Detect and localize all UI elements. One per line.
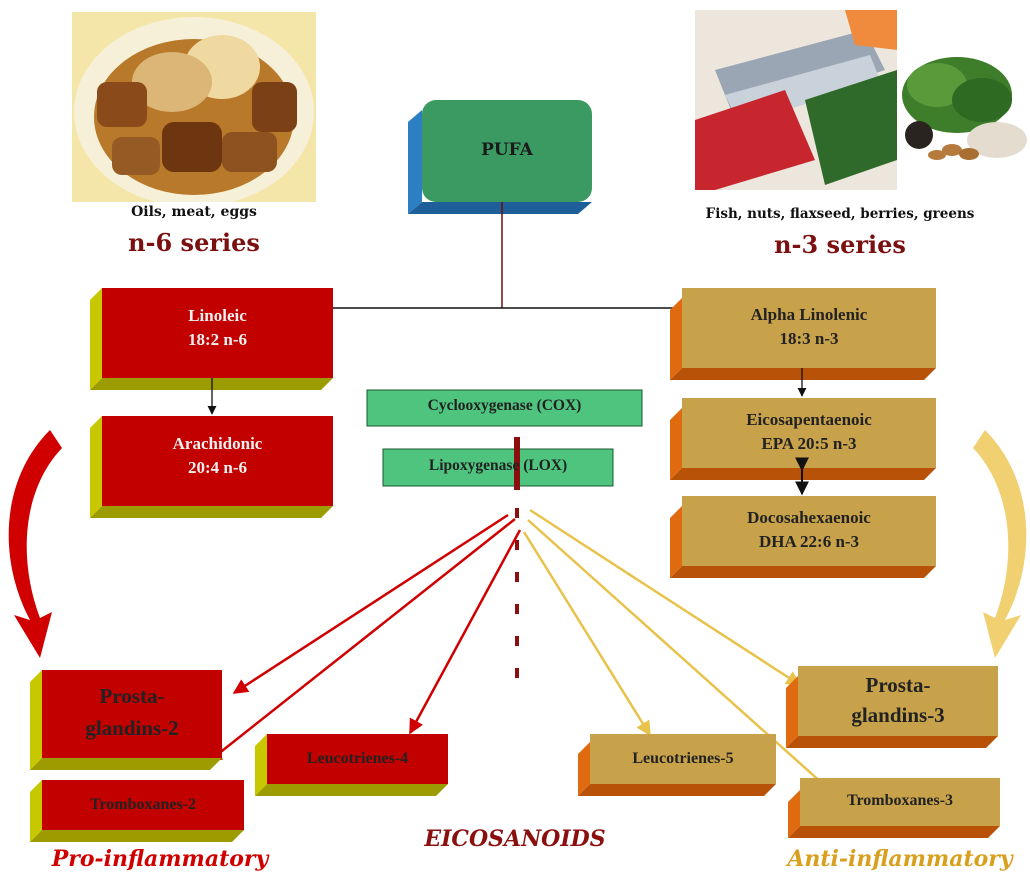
dha-formula: DHA 22:6 n-3 — [758, 532, 860, 551]
linoleic-box — [90, 288, 333, 390]
arachidonic-name: Arachidonic — [172, 434, 263, 453]
epa-label: Eicosapentaenoic EPA 20:5 n-3 — [682, 408, 936, 456]
alpha-linolenic-box — [670, 288, 936, 380]
anti-inflammatory-curved-arrow — [973, 430, 1027, 658]
pg2-box — [30, 670, 222, 770]
cox-label: Cyclooxygenase (COX) — [427, 397, 582, 414]
lt4-label: Leucotrienes-4 — [306, 750, 409, 767]
arrow-to-tx3 — [527, 519, 834, 794]
lox-label: Lipoxygenase (LOX) — [428, 457, 568, 474]
pg2-line2: glandins-2 — [85, 716, 179, 740]
tx3-box — [788, 778, 1000, 838]
eicosanoids-label: EICOSANOIDS — [424, 826, 606, 852]
pufa-label: PUFA — [481, 140, 533, 160]
pufa-box — [408, 100, 592, 214]
arrow-to-lt4 — [408, 529, 522, 735]
pg3-box — [786, 666, 998, 748]
epa-name: Eicosapentaenoic — [746, 410, 872, 429]
dha-label: Docosahexaenoic DHA 22:6 n-3 — [682, 506, 936, 554]
alpha-linolenic-name: Alpha Linolenic — [750, 305, 868, 324]
alpha-linolenic-label: Alpha Linolenic 18:3 n-3 — [682, 303, 936, 351]
arrow-to-tx2 — [206, 518, 516, 763]
n3-fish-photo — [695, 10, 897, 190]
arachidonic-formula: 20:4 n-6 — [187, 458, 248, 477]
alpha-linolenic-formula: 18:3 n-3 — [779, 329, 839, 348]
arachidonic-label: Arachidonic 20:4 n-6 — [102, 432, 333, 480]
lt5-box — [578, 734, 776, 796]
pg3-line2: glandins-3 — [851, 703, 945, 727]
tx2-box — [30, 780, 244, 842]
sushi-fish-image — [695, 10, 897, 190]
greens-nuts-image — [902, 57, 1027, 160]
pro-inflammatory-label: Pro-inflammatory — [51, 846, 269, 872]
n6-food-label: Oils, meat, eggs — [131, 204, 257, 220]
arrow-to-pg2 — [232, 513, 509, 695]
pg2-label: Prosta- glandins-2 — [42, 680, 222, 744]
n6-series-label: n-6 series — [128, 228, 260, 257]
braised-meat-eggs-image — [74, 17, 314, 202]
anti-inflammatory-label: Anti-inflammatory — [787, 846, 1013, 872]
n3-greens-photo — [897, 55, 1030, 165]
arrow-to-lt5 — [522, 531, 652, 737]
pg3-line1: Prosta- — [865, 673, 931, 697]
linoleic-formula: 18:2 n-6 — [187, 330, 248, 349]
pg2-line1: Prosta- — [99, 684, 165, 708]
lt5-label: Leucotrienes-5 — [632, 750, 734, 767]
epa-box — [670, 398, 936, 480]
pg3-label: Prosta- glandins-3 — [798, 670, 998, 730]
epa-formula: EPA 20:5 n-3 — [761, 434, 857, 453]
arachidonic-box — [90, 416, 333, 518]
lt4-box — [255, 734, 448, 796]
dha-name: Docosahexaenoic — [747, 508, 871, 527]
pro-inflammatory-curved-arrow — [8, 430, 62, 658]
lox-box — [382, 448, 614, 487]
cox-box — [366, 389, 643, 427]
n3-food-label: Fish, nuts, flaxseed, berries, greens — [705, 206, 975, 222]
n6-food-photo — [72, 12, 316, 202]
linoleic-name: Linoleic — [188, 306, 247, 325]
linoleic-label: Linoleic 18:2 n-6 — [102, 304, 333, 352]
tx3-label: Tromboxanes-3 — [846, 792, 954, 809]
arrow-to-pg3 — [529, 508, 802, 687]
n3-series-label: n-3 series — [774, 230, 906, 259]
dha-box — [670, 496, 936, 578]
tx2-label: Tromboxanes-2 — [89, 796, 197, 813]
